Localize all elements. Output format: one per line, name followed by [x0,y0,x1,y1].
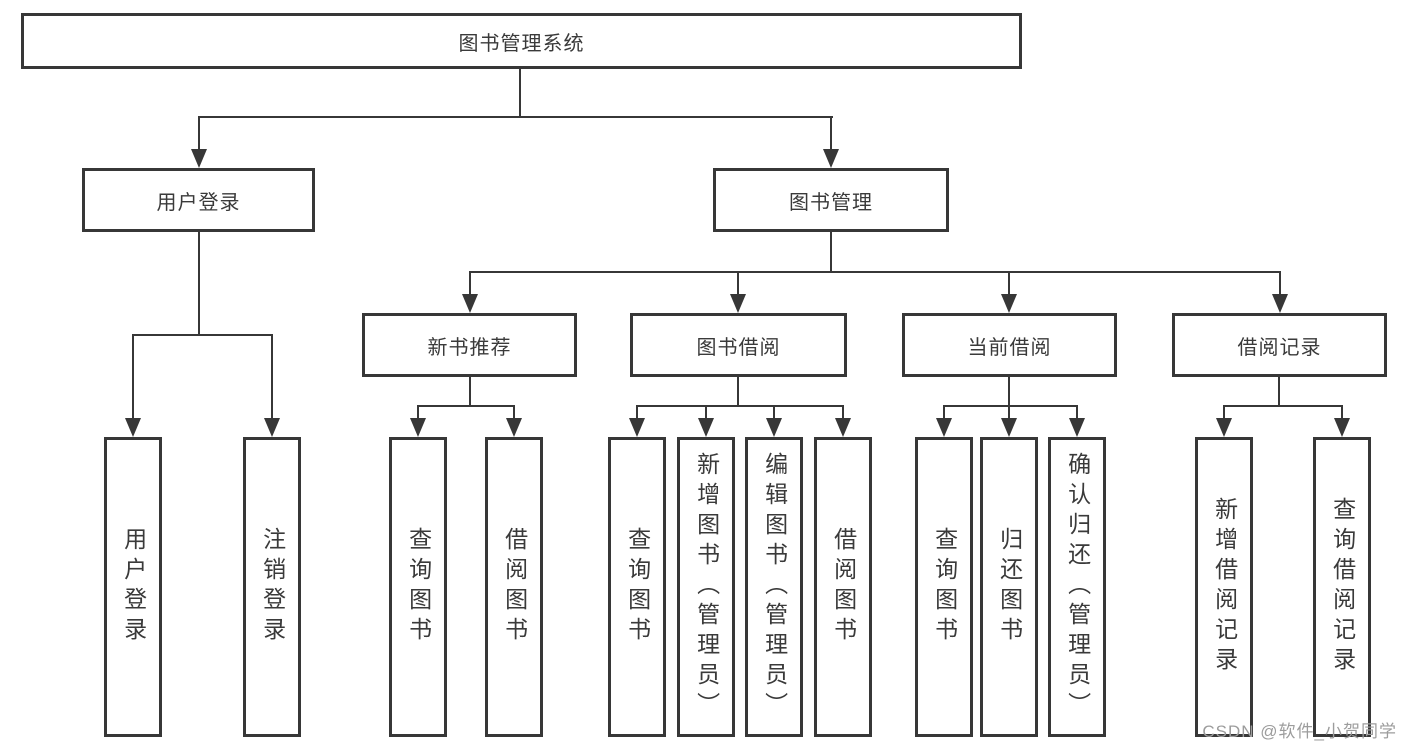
connector-line [198,232,200,336]
node-library-management-system: 图书管理系统 [21,13,1022,69]
connector-line [1223,405,1343,407]
node-label: 图书管理 [789,191,873,214]
connector-line [830,232,832,273]
arrow-down-icon [730,294,746,313]
connector-line [737,272,739,295]
node-label: 图书借阅 [696,336,781,359]
node-label: 查询借阅记录 [1329,497,1356,677]
connector-line [132,335,134,419]
node-leaf-search-books-current: 查询图书 [915,437,973,737]
node-leaf-search-books-recommend: 查询图书 [389,437,447,737]
node-leaf-logout: 注销登录 [243,437,301,737]
arrow-down-icon [1001,294,1017,313]
node-leaf-search-books-borrowing: 查询图书 [608,437,666,737]
node-label: 归还图书 [996,527,1023,647]
connector-line [198,116,833,118]
connector-line [1279,272,1281,295]
node-label: 当前借阅 [967,336,1052,359]
node-leaf-search-borrow-record: 查询借阅记录 [1313,437,1371,737]
connector-line [132,334,273,336]
node-leaf-return-books: 归还图书 [980,437,1038,737]
node-leaf-add-borrow-record: 新增借阅记录 [1195,437,1253,737]
node-label: 借阅图书 [501,527,528,647]
node-label: 查询图书 [624,527,651,647]
connector-line [636,405,844,407]
arrow-down-icon [506,418,522,437]
node-leaf-confirm-return-admin: 确认归还（管理员） [1048,437,1106,737]
connector-line [773,406,775,419]
arrow-down-icon [125,418,141,437]
connector-line [705,406,707,419]
arrow-down-icon [1001,418,1017,437]
node-label: 用户登录 [156,191,241,214]
node-label: 新增借阅记录 [1211,497,1238,677]
node-leaf-borrow-books: 借阅图书 [814,437,872,737]
connector-line [943,406,945,419]
node-user-login: 用户登录 [82,168,315,232]
connector-line [1008,377,1010,407]
node-label: 编辑图书（管理员） [761,452,788,722]
node-label: 新书推荐 [427,336,512,359]
connector-line [513,406,515,419]
node-new-book-recommend: 新书推荐 [362,313,577,377]
connector-line [1223,406,1225,419]
node-label: 查询图书 [931,527,958,647]
arrow-down-icon [823,149,839,168]
arrow-down-icon [1069,418,1085,437]
node-label: 确认归还（管理员） [1064,452,1091,722]
node-leaf-borrow-books-recommend: 借阅图书 [485,437,543,737]
connector-line [943,405,1078,407]
node-book-management: 图书管理 [713,168,949,232]
node-label: 借阅图书 [830,527,857,647]
connector-line [636,406,638,419]
node-leaf-add-books-admin: 新增图书（管理员） [677,437,735,737]
arrow-down-icon [1272,294,1288,313]
connector-line [271,335,273,419]
arrow-down-icon [462,294,478,313]
arrow-down-icon [766,418,782,437]
connector-line [417,405,515,407]
arrow-down-icon [936,418,952,437]
connector-line [1076,406,1078,419]
node-label: 新增图书（管理员） [693,452,720,722]
connector-line [469,272,471,295]
arrow-down-icon [835,418,851,437]
connector-line [737,377,739,407]
connector-line [519,69,521,117]
connector-line [1008,406,1010,419]
node-leaf-user-login: 用户登录 [104,437,162,737]
connector-line [469,377,471,407]
arrow-down-icon [698,418,714,437]
arrow-down-icon [1334,418,1350,437]
arrow-down-icon [629,418,645,437]
connector-line [1278,377,1280,407]
connector-line [469,271,1281,273]
node-label: 借阅记录 [1237,336,1322,359]
node-label: 查询图书 [405,527,432,647]
node-leaf-edit-books-admin: 编辑图书（管理员） [745,437,803,737]
arrow-down-icon [410,418,426,437]
node-label: 用户登录 [120,527,147,647]
node-borrowing-records: 借阅记录 [1172,313,1387,377]
connector-line [198,117,200,150]
watermark-text: CSDN @软件_小贺同学 [1202,722,1397,741]
connector-line [1008,272,1010,295]
connector-line [842,406,844,419]
connector-line [1341,406,1343,419]
node-book-borrowing: 图书借阅 [630,313,847,377]
connector-line [417,406,419,419]
node-label: 注销登录 [259,527,286,647]
arrow-down-icon [1216,418,1232,437]
connector-line [830,117,832,150]
node-label: 图书管理系统 [458,32,585,55]
arrow-down-icon [191,149,207,168]
node-current-borrowing: 当前借阅 [902,313,1117,377]
arrow-down-icon [264,418,280,437]
